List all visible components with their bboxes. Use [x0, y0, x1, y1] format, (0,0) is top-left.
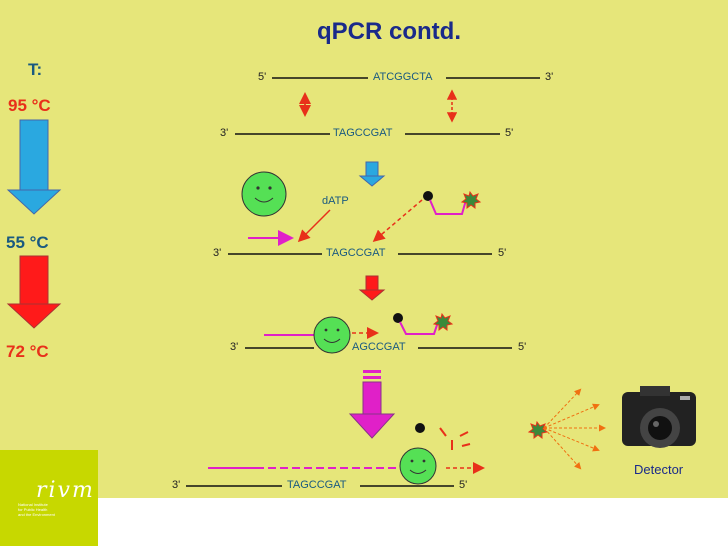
temp-95: 95 °C [8, 96, 51, 115]
quencher-icon [423, 191, 433, 201]
polymerase-smiley-icon [399, 447, 437, 485]
sequence: AGCCGAT [352, 341, 406, 353]
strand-end: 3' [172, 479, 181, 491]
strand-end: 3' [230, 341, 239, 353]
sequence: ATCGGCTA [373, 71, 433, 83]
strand-end: 3' [545, 71, 554, 83]
strand-end: 3' [220, 127, 229, 139]
temperature-header: T: [28, 60, 43, 79]
red-step-arrow [358, 275, 386, 301]
temp-72: 72 °C [6, 342, 49, 361]
reporter-star-icon [432, 312, 454, 331]
magenta-step-arrow [348, 370, 396, 439]
footer-bar [98, 498, 728, 546]
page-title: qPCR contd. [317, 18, 461, 45]
quencher-icon [393, 313, 403, 323]
dntp-label: dATP [322, 195, 349, 207]
strand-end: 5' [498, 247, 507, 259]
strand-end: 5' [518, 341, 527, 353]
sequence: TAGCCGAT [333, 127, 393, 139]
strand-end: 5' [459, 479, 468, 491]
strand-end: 3' [213, 247, 222, 259]
sequence: TAGCCGAT [287, 479, 347, 491]
detector-label: Detector [634, 462, 684, 477]
sequence: TAGCCGAT [326, 247, 386, 259]
reporter-star-icon [460, 190, 482, 209]
reporter-star-icon [527, 420, 549, 439]
quencher-icon [415, 423, 425, 433]
camera-icon [622, 386, 696, 448]
blue-step-arrow [358, 161, 386, 187]
temp-55: 55 °C [6, 233, 49, 252]
strand-end: 5' [505, 127, 514, 139]
blue-down-arrow [6, 119, 62, 215]
strand-end: 5' [258, 71, 267, 83]
polymerase-smiley-icon [241, 171, 287, 217]
red-down-arrow [6, 255, 62, 329]
polymerase-smiley-icon [313, 316, 351, 354]
